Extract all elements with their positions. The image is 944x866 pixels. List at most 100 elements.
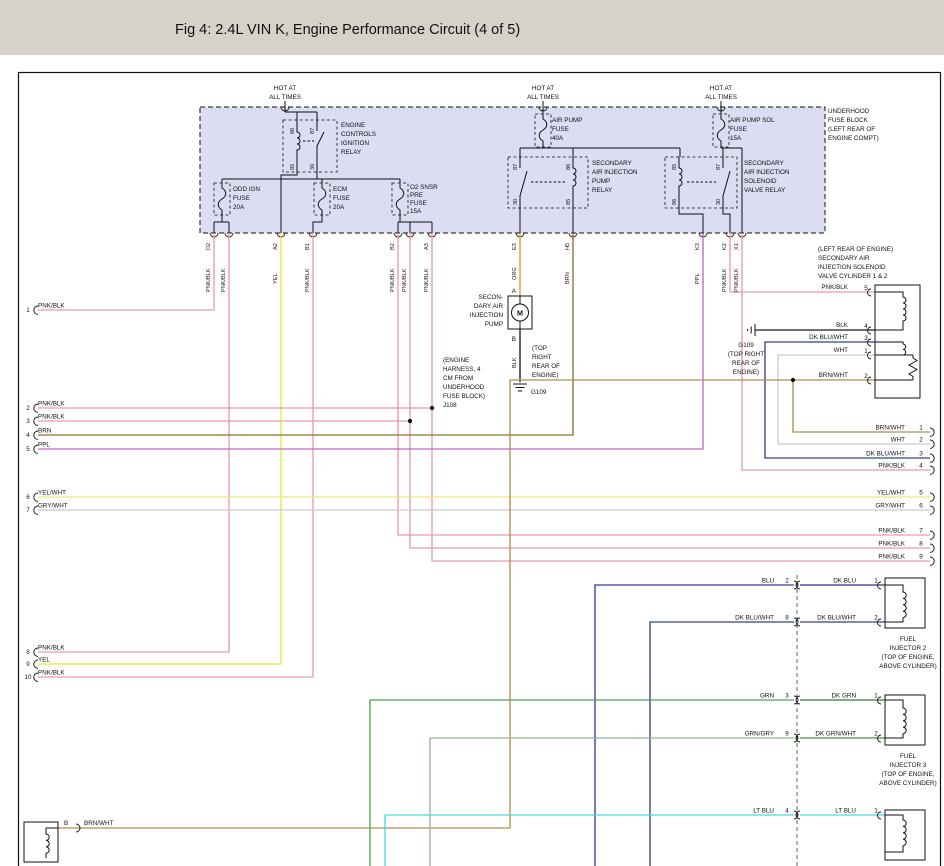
connector-pin: B2	[390, 243, 396, 250]
injector-caption-line: (TOP OF ENGINE,	[882, 654, 935, 661]
pin-number: 1	[874, 693, 878, 700]
motor-icon	[511, 303, 529, 322]
row-number: 7	[26, 507, 30, 514]
relay-pin: 87	[310, 128, 316, 134]
pin-number: 1	[874, 578, 878, 585]
wire-color-label: PNK/BLK	[878, 541, 905, 548]
wire-color-label: PNK/BLK	[402, 268, 408, 292]
wire-pnkblk-row10	[38, 233, 314, 678]
fuse-label-line: 20A	[333, 204, 345, 211]
right-edge-rows: BRN/WHT 1 WHT 2 DK BLU/WHT 3 PNK/BLK 4 Y…	[866, 425, 935, 566]
wire-color-label: BRN/WHT	[819, 372, 849, 379]
wire-color-label: LT BLU	[753, 808, 774, 815]
fuse-label-line: AIR PUMP	[552, 117, 582, 124]
row-number: 4	[919, 463, 923, 470]
wire-color-label: LT BLU	[835, 808, 856, 815]
relay-coil	[296, 120, 301, 172]
relay-pin: 87	[513, 164, 519, 170]
wire-blu-injector2	[594, 584, 794, 866]
component-pin: 2	[864, 373, 868, 380]
fuse-block-box	[199, 106, 826, 234]
wire-color-label: DK GRN	[832, 693, 857, 700]
injector-wire-labels: BLU 2 DK BLU 1 DK BLU/WHT 8 DK BLU/WHT 2…	[735, 578, 878, 815]
solenoid-ground-line: G109	[738, 342, 754, 349]
relay-label-line: RELAY	[592, 187, 613, 194]
bottom-left-component: B BRN/WHT	[23, 820, 114, 863]
engine-controls-ignition-relay: 86 87 85 30 ENGINE CONTROLS IGNITION REL…	[282, 119, 376, 173]
row-number: 5	[919, 490, 923, 497]
connector-pin: X1	[734, 243, 740, 250]
wire-color-label: PNK/BLK	[722, 268, 728, 292]
relay-label-line: AIR INJECTION	[744, 169, 790, 176]
inline-connector	[793, 575, 801, 866]
row-number: 9	[919, 554, 923, 561]
wire-color-label: WHT	[834, 347, 848, 354]
wire-color-label: PNK/BLK	[221, 268, 227, 292]
pump-label-line: SECON-	[479, 294, 504, 301]
wire-color-label: ORG	[512, 267, 518, 280]
wire-color-label: BRN/WHT	[84, 820, 114, 827]
row-number: 8	[26, 649, 30, 656]
wire-color-label: YEL/WHT	[38, 490, 66, 497]
relay-label-line: SECONDARY	[592, 160, 633, 167]
fuses: ODD IGN FUSE 20A ECM FUSE 20A O2 SNSR PR…	[213, 113, 775, 216]
relay-switch	[519, 157, 528, 208]
component-pin: 1	[864, 348, 868, 355]
wire-brnwht-solenoid-pin2	[58, 379, 875, 829]
relay-pin: 85	[672, 164, 678, 170]
fuse-symbol	[317, 185, 327, 213]
relay-label-line: SOLENOID	[744, 178, 777, 185]
pin-number: 2	[874, 731, 878, 738]
wire-color-label: PPL	[695, 273, 701, 284]
wire-dkbluwht-injector2	[649, 621, 794, 866]
row-number: 9	[26, 661, 30, 668]
row-number: 2	[26, 405, 30, 412]
connector-pin: A2	[273, 243, 279, 250]
wire-pnkblk-row1	[38, 233, 215, 311]
wire-color-label: YEL	[38, 657, 50, 664]
wire-color-label: GRN/GRY	[745, 731, 775, 738]
row-number: 1	[26, 307, 30, 314]
pin-number: 8	[785, 615, 789, 622]
fuel-injector-2: FUEL INJECTOR 2 (TOP OF ENGINE, ABOVE CY…	[879, 577, 937, 670]
motor-letter: M	[517, 309, 523, 318]
wire-color-label: PNK/BLK	[305, 268, 311, 292]
fuse-label-line: ECM	[333, 186, 347, 193]
wire-brnwht-branch	[792, 380, 930, 433]
solenoid-coil-top	[875, 291, 907, 331]
injector-coil	[885, 699, 907, 739]
underhood-fuse-block: UNDERHOOD FUSE BLOCK (LEFT REAR OF ENGIN…	[199, 85, 879, 238]
header-bar: Fig 4: 2.4L VIN K, Engine Performance Ci…	[0, 0, 944, 55]
wire-color-label: BLK	[836, 322, 849, 329]
wire-color-label: BLU	[762, 578, 775, 585]
wire-color-label: PNK/BLK	[878, 528, 905, 535]
wire-ltblu-injector	[384, 814, 794, 866]
relay-box	[282, 119, 338, 173]
wire-pnkblk-a3	[431, 233, 930, 562]
wire-grngry-injector3	[429, 737, 794, 866]
secondary-air-injection-solenoid-valve: (LEFT REAR OF ENGINE) SECONDARY AIR INJE…	[728, 246, 921, 399]
relay-label-line: SECONDARY	[744, 160, 785, 167]
wire-color-label: PNK/BLK	[390, 268, 396, 292]
solenoid-caption-line: SECONDARY AIR	[818, 255, 870, 262]
fuse-label-line: PRE	[410, 192, 423, 199]
fuse-symbol	[716, 116, 726, 144]
injector-caption-line: ABOVE CYLINDER)	[879, 780, 936, 787]
wire-color-label: DK BLU/WHT	[809, 334, 848, 341]
pin-number: 2	[874, 615, 878, 622]
splice-dot	[790, 377, 796, 383]
ground-icon	[513, 383, 527, 392]
wire-brn-row4	[38, 233, 574, 436]
wire-color-label: GRY/WHT	[38, 503, 68, 510]
pin-number: 4	[785, 808, 789, 815]
fuse-label-line: FUSE	[233, 195, 250, 202]
fuel-injector-partial	[884, 809, 926, 861]
j108-splice-note: (ENGINE HARNESS, 4 CM FROM UNDERHOOD FUS…	[443, 357, 485, 409]
wire-color-label: BRN/WHT	[876, 425, 906, 432]
injector-caption-line: INJECTOR 2	[890, 645, 927, 652]
relay-pin: 30	[513, 199, 519, 205]
pump-ground-label-line: (TOP	[532, 345, 547, 352]
wire-color-label: DK GRN/WHT	[815, 731, 856, 738]
